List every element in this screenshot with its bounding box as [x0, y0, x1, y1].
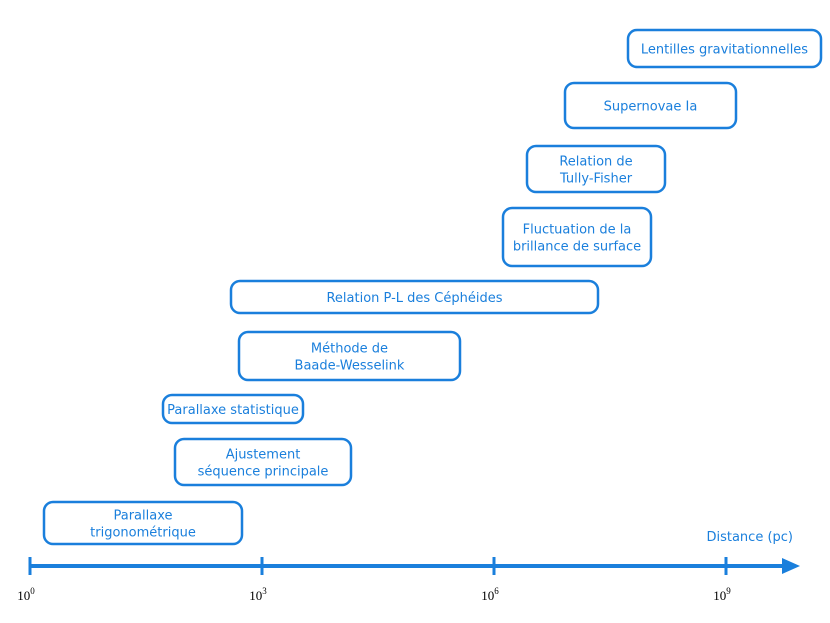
method-label-line: Ajustement: [226, 448, 301, 463]
method-box-frame: [42, 500, 244, 546]
method-box: Supernovae Ia: [563, 81, 738, 130]
axis-tick: 103: [249, 557, 267, 603]
method-label-line: Parallaxe statistique: [167, 403, 299, 418]
method-label-line: Parallaxe: [113, 509, 172, 524]
method-box: Méthode de Baade-Wesselink: [237, 330, 462, 382]
tick-exponent: 9: [726, 586, 731, 596]
axis-tick-label: 103: [249, 586, 267, 603]
method-label-line: Lentilles gravitationnelles: [641, 43, 808, 58]
tick-base: 10: [481, 588, 494, 603]
method-box: Parallaxe trigonométrique: [42, 500, 244, 546]
axis-label: Distance (pc): [706, 530, 793, 545]
axis-tick-label: 109: [713, 586, 731, 603]
method-label-line: Tully-Fisher: [559, 172, 633, 187]
method-label-line: brillance de surface: [513, 240, 641, 255]
axis-tick: 109: [713, 557, 731, 603]
method-box-frame: [237, 330, 462, 382]
method-box-frame: [525, 144, 667, 194]
method-box: Relation P-L des Céphéides: [229, 279, 600, 315]
method-box-frame: [626, 28, 823, 69]
axis-tick-label: 106: [481, 586, 499, 603]
axis-arrow-head: [782, 558, 800, 574]
method-label-line: Méthode de: [311, 342, 388, 357]
method-boxes: Parallaxe trigonométrique Ajustement séquen…: [42, 28, 823, 546]
method-box: Ajustement séquence principale: [173, 437, 353, 487]
method-label-line: trigonométrique: [90, 526, 196, 541]
tick-exponent: 3: [262, 586, 267, 596]
axis-tick: 100: [17, 557, 35, 603]
tick-base: 10: [713, 588, 726, 603]
method-box-frame: [229, 279, 600, 315]
method-box-frame: [173, 437, 353, 487]
method-box: Parallaxe statistique: [161, 393, 305, 425]
tick-exponent: 6: [494, 586, 499, 596]
method-box: Lentilles gravitationnelles: [626, 28, 823, 69]
axis-tick-label: 100: [17, 586, 35, 603]
tick-exponent: 0: [30, 586, 35, 596]
method-label-line: Fluctuation de la: [523, 223, 632, 238]
tick-base: 10: [17, 588, 30, 603]
method-box-frame: [563, 81, 738, 130]
method-label-line: Relation de: [559, 155, 632, 170]
tick-base: 10: [249, 588, 262, 603]
axis-tick: 106: [481, 557, 499, 603]
method-box-frame: [161, 393, 305, 425]
method-label-line: séquence principale: [198, 465, 329, 480]
method-label-line: Baade-Wesselink: [295, 359, 405, 374]
method-box: Relation de Tully-Fisher: [525, 144, 667, 194]
method-label-line: Supernovae Ia: [604, 100, 698, 115]
method-label-line: Relation P-L des Céphéides: [326, 291, 502, 306]
method-box-frame: [501, 206, 653, 268]
method-box: Fluctuation de la brillance de surface: [501, 206, 653, 268]
